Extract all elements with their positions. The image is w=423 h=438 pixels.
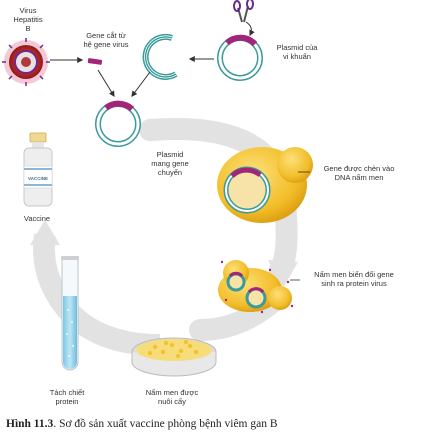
gene-fragment	[87, 58, 103, 65]
recombinant-plasmid-label: Plasmid mang gene chuyển	[151, 150, 189, 177]
vaccine-label: Vaccine	[23, 214, 51, 223]
yeast-cell-large	[217, 147, 313, 223]
yeast-culture-label: Nấm men được nuôi cấy	[145, 388, 199, 406]
extract-protein-label: Tách chiết protein	[49, 388, 85, 406]
bacterial-plasmid-icon	[217, 34, 263, 81]
caption-text: . Sơ đồ sản xuất vaccine phòng bệnh viêm…	[53, 418, 278, 430]
recombinant-plasmid-icon	[95, 100, 141, 147]
bacterial-plasmid-label: Plasmid của vi khuẩn	[276, 43, 318, 61]
petri-dish	[131, 337, 217, 377]
vaccine-bottle	[23, 132, 53, 207]
cut-plasmid-icon	[142, 33, 178, 80]
virus-label: Virus Hepatitis B	[13, 6, 43, 33]
vaccine-bottle-text: VACCINE	[28, 176, 48, 181]
yeast-protein-label: Nấm men biến đổi gene sinh ra protein vi…	[314, 270, 394, 288]
plasmid-to-recombinant-arrow	[131, 71, 151, 97]
scissors-icon	[233, 0, 255, 37]
test-tube	[61, 256, 79, 371]
figure-caption: Hình 11.3. Sơ đồ sản xuất vaccine phòng …	[6, 418, 278, 430]
caption-number: Hình 11.3	[6, 418, 54, 430]
yeast-cells-protein	[218, 260, 294, 314]
gene-inserted-label: Gene được chèn vào DNA nấm men	[323, 164, 395, 182]
virus-icon	[2, 38, 50, 86]
gene-to-recombinant-arrow	[97, 69, 115, 98]
gene-cut-label: Gene cắt từ hệ gene virus	[83, 31, 129, 49]
